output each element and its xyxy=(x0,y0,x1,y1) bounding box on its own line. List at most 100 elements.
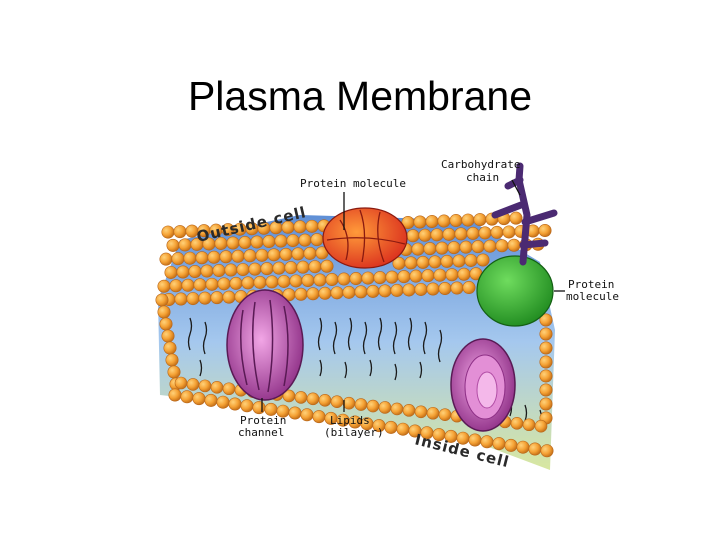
lipid-head xyxy=(416,255,430,269)
lipid-head xyxy=(238,236,252,250)
lipid-head xyxy=(447,241,461,255)
lipid-head xyxy=(313,273,327,287)
lipid-head xyxy=(461,213,475,227)
label-protein-channel-line1: Protein xyxy=(240,414,286,427)
lipid-head xyxy=(409,269,423,283)
lipid-head xyxy=(406,229,420,243)
lipid-head xyxy=(166,238,180,252)
lipid-head xyxy=(161,329,175,343)
lipid-head xyxy=(437,214,451,228)
lipid-head xyxy=(449,214,463,228)
lipid-head xyxy=(222,290,236,304)
lipid-head xyxy=(538,224,552,238)
lipid-head xyxy=(260,262,274,276)
lipid-head xyxy=(478,226,492,240)
lipid-head xyxy=(243,249,257,263)
lipid-head xyxy=(186,292,200,306)
lipid-head xyxy=(279,247,293,261)
lipid-head xyxy=(342,285,356,299)
lipid-head xyxy=(222,382,236,396)
lipid-head xyxy=(361,271,375,285)
lipid-head xyxy=(165,353,179,367)
lipid-head xyxy=(212,264,226,278)
lipid-head xyxy=(301,273,315,287)
protein-molecule-top xyxy=(322,207,408,269)
lipid-head xyxy=(404,256,418,270)
lipid-head xyxy=(402,404,416,417)
lipid-head xyxy=(188,264,202,278)
lipid-head xyxy=(155,293,169,307)
lipid-head xyxy=(320,259,334,273)
lipid-head xyxy=(528,442,542,456)
lipid-head xyxy=(305,219,319,233)
lipid-head xyxy=(540,444,554,458)
lipid-head xyxy=(402,283,416,297)
lipid-head xyxy=(452,254,466,268)
lipid-head xyxy=(204,393,218,407)
lipid-head xyxy=(450,281,464,295)
lipid-head xyxy=(198,379,212,393)
label-protein-molecule-top: Protein molecule xyxy=(300,177,406,190)
lipid-head xyxy=(466,226,480,240)
lipid-head xyxy=(183,251,197,265)
lipid-head xyxy=(167,365,181,379)
lipid-head xyxy=(539,383,553,397)
lipid-head xyxy=(373,271,387,285)
lipid-head xyxy=(180,390,194,404)
lipid-head xyxy=(289,274,303,288)
lipid-head xyxy=(284,261,298,275)
lipid-head xyxy=(173,225,187,239)
lipid-head xyxy=(159,317,173,331)
lipid-head xyxy=(411,242,425,256)
lipid-head xyxy=(262,235,276,249)
lipid-head xyxy=(300,408,314,422)
lipid-head xyxy=(157,305,171,319)
lipid-head xyxy=(397,270,411,284)
lipid-head xyxy=(442,227,456,241)
lipid-head xyxy=(396,422,410,436)
lipid-head xyxy=(325,273,339,287)
lipid-head xyxy=(200,264,214,278)
lipid-head xyxy=(277,274,291,288)
protein-inner xyxy=(450,338,516,432)
lipid-head xyxy=(330,286,344,300)
lipid-head xyxy=(445,268,459,282)
lipid-head xyxy=(337,272,351,286)
lipid-head xyxy=(174,292,188,306)
lipid-head xyxy=(186,378,200,391)
lipid-head xyxy=(539,327,553,341)
lipid-head xyxy=(349,272,363,286)
lipid-head xyxy=(236,263,250,277)
lipid-head xyxy=(250,235,264,249)
lipid-head xyxy=(495,239,509,253)
lipid-head xyxy=(378,284,392,298)
lipid-head xyxy=(161,225,175,239)
lipid-head xyxy=(303,246,317,260)
lipid-head xyxy=(510,417,524,430)
lipid-head xyxy=(255,248,269,262)
lipid-head xyxy=(312,410,326,424)
lipid-head xyxy=(195,251,209,265)
lipid-head xyxy=(539,313,553,327)
lipid-head xyxy=(265,275,279,289)
lipid-head xyxy=(516,440,530,454)
lipid-head xyxy=(253,275,267,289)
lipid-head xyxy=(274,234,288,248)
lipid-head xyxy=(440,254,454,268)
lipid-head xyxy=(414,405,428,419)
lipid-head xyxy=(457,267,471,281)
lipid-head xyxy=(272,261,286,275)
lipid-head xyxy=(178,238,192,252)
lipid-head xyxy=(342,396,356,410)
lipid-head xyxy=(159,252,173,266)
lipid-head xyxy=(205,277,219,291)
lipid-head xyxy=(462,281,476,295)
lipid-head xyxy=(459,240,473,254)
lipid-head xyxy=(241,276,255,290)
lipid-head xyxy=(207,250,221,264)
label-protein-molecule-right-line2: molecule xyxy=(566,290,619,303)
slide-title: Plasma Membrane xyxy=(187,73,533,119)
leader-lines xyxy=(261,179,565,412)
lipid-head xyxy=(330,395,344,409)
